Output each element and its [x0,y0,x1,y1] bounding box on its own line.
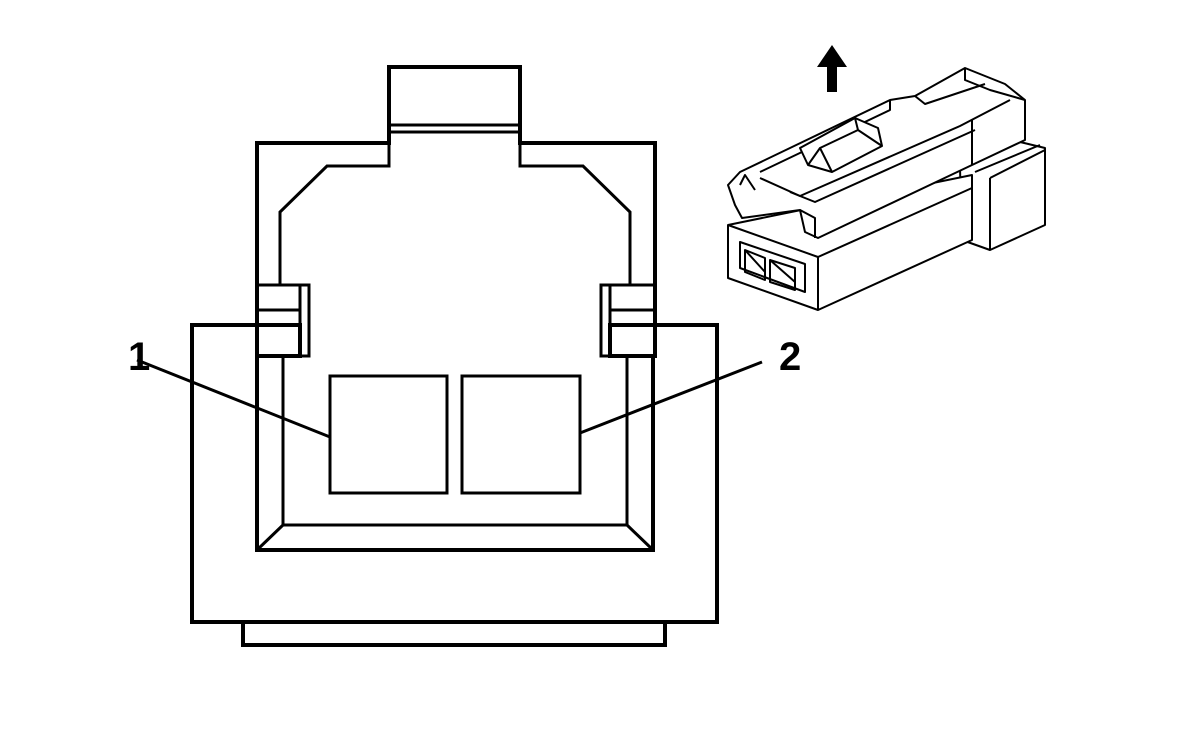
connector-isometric-view [727,67,1046,311]
connector-right-tab [599,283,657,358]
connector-outer-housing [190,323,719,647]
connector-upper-body [255,65,657,358]
leader-line-pin-2 [579,360,763,435]
connector-left-tab [255,283,311,358]
up-arrow-icon [817,45,847,92]
leader-line-pin-1 [136,358,331,439]
pin-cavity-2 [460,374,582,495]
connector-inner-cavity [255,356,655,552]
connector-face-view [136,65,763,647]
pin-cavity-1 [328,374,449,495]
pin-label-2: 2 [779,335,801,379]
pin-label-1: 1 [128,335,150,379]
